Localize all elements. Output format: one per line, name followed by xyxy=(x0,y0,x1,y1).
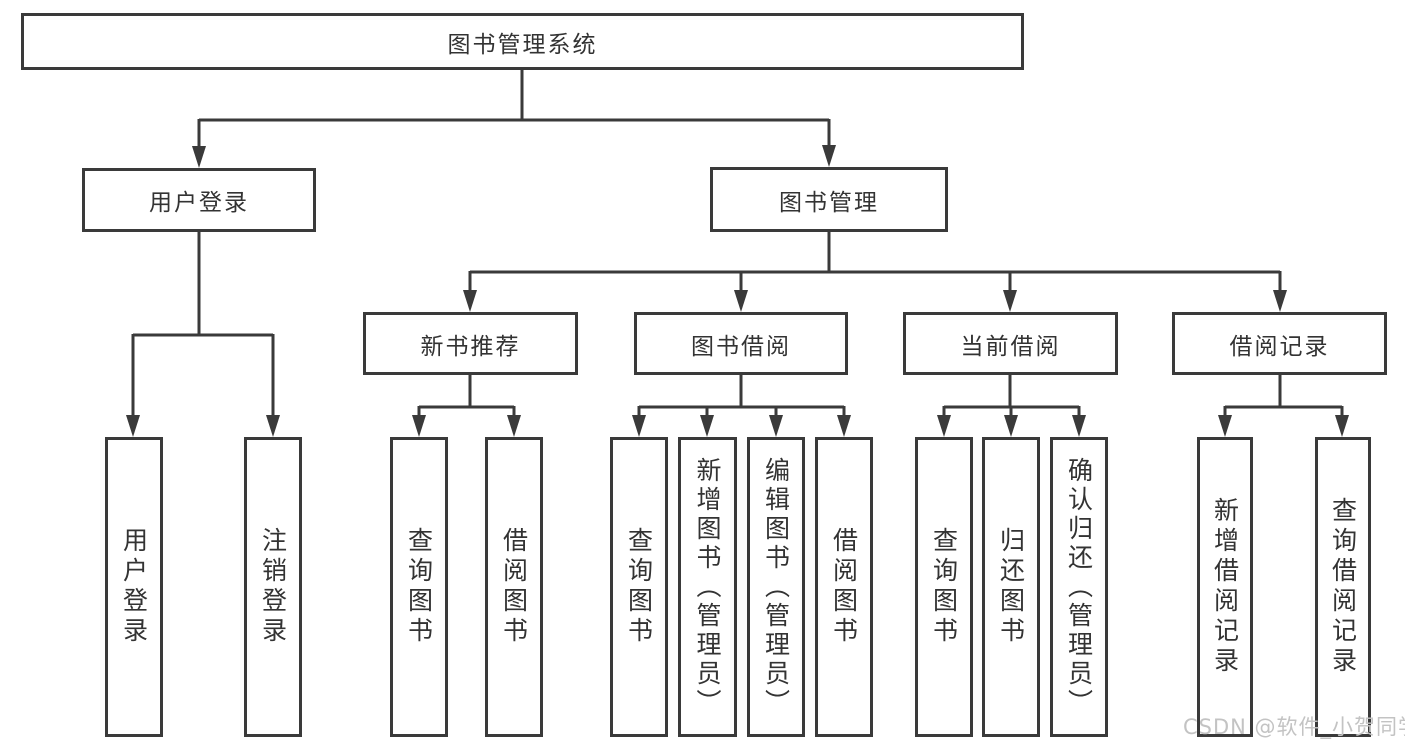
node-root-system: 图书管理系统 xyxy=(21,13,1024,70)
leaf-edit-book-admin: 编辑图书（管理员） xyxy=(747,437,805,737)
node-book-borrow: 图书借阅 xyxy=(634,312,848,375)
node-new-book-recommend: 新书推荐 xyxy=(363,312,578,375)
leaf-add-borrow-record: 新增借阅记录 xyxy=(1197,437,1253,737)
leaf-return-book: 归还图书 xyxy=(982,437,1040,737)
leaf-query-book-current: 查询图书 xyxy=(915,437,973,737)
leaf-borrow-book: 借阅图书 xyxy=(815,437,873,737)
csdn-watermark: CSDN @软件_小贺同学 xyxy=(1183,715,1405,739)
leaf-confirm-return-admin: 确认归还（管理员） xyxy=(1050,437,1108,737)
leaf-query-book-recommend: 查询图书 xyxy=(390,437,448,737)
node-current-borrow: 当前借阅 xyxy=(903,312,1118,375)
leaf-query-book-borrow: 查询图书 xyxy=(610,437,668,737)
leaf-logout-login: 注销登录 xyxy=(244,437,302,737)
node-user-login: 用户登录 xyxy=(82,168,316,232)
leaf-add-book-admin: 新增图书（管理员） xyxy=(678,437,737,737)
leaf-borrow-book-recommend: 借阅图书 xyxy=(485,437,543,737)
leaf-user-login: 用户登录 xyxy=(105,437,163,737)
node-borrow-records: 借阅记录 xyxy=(1172,312,1387,375)
node-book-management: 图书管理 xyxy=(710,167,948,232)
leaf-query-borrow-record: 查询借阅记录 xyxy=(1315,437,1371,737)
